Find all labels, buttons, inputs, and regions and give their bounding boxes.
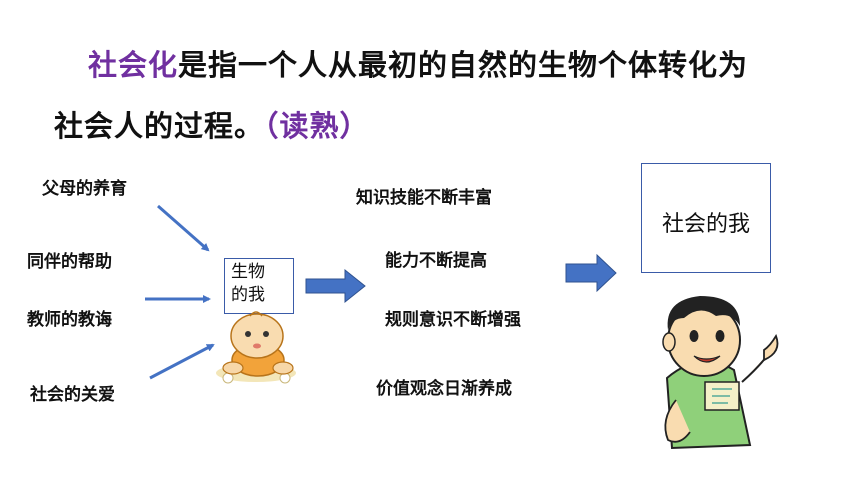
block-arrow-to-development: [305, 268, 366, 304]
social-self-box: 社会的我: [641, 163, 771, 273]
development-rules: 规则意识不断增强: [385, 310, 521, 330]
baby-illustration: [216, 311, 296, 384]
biological-self-line-1: 生物: [231, 262, 265, 282]
definition-term: 社会化: [88, 48, 179, 82]
arrow-parents: [157, 204, 210, 252]
development-ability: 能力不断提高: [385, 251, 487, 271]
arrow-society: [149, 343, 215, 380]
development-values: 价值观念日渐养成: [376, 379, 512, 399]
influence-parents: 父母的养育: [42, 179, 127, 199]
definition-line-1: 社会化是指一个人从最初的自然的生物个体转化为: [88, 42, 748, 84]
influence-teachers: 教师的教诲: [27, 310, 112, 330]
reading-note: （读熟）: [264, 109, 370, 143]
influence-society: 社会的关爱: [30, 385, 115, 405]
boy-illustration: [662, 296, 779, 450]
block-arrow-to-social-self: [565, 253, 617, 293]
definition-line-1-text: 是指一个人从最初的自然的生物个体转化为: [178, 48, 749, 82]
definition-line-2: 社会人的过程。（读熟）: [54, 103, 370, 145]
development-knowledge: 知识技能不断丰富: [356, 188, 492, 208]
influence-peers: 同伴的帮助: [27, 252, 112, 272]
biological-self-line-2: 的我: [231, 285, 265, 305]
definition-line-2-text: 社会人的过程。: [54, 109, 265, 143]
social-self-label: 社会的我: [661, 212, 750, 237]
biological-self-box: 生物 的我: [224, 258, 294, 314]
